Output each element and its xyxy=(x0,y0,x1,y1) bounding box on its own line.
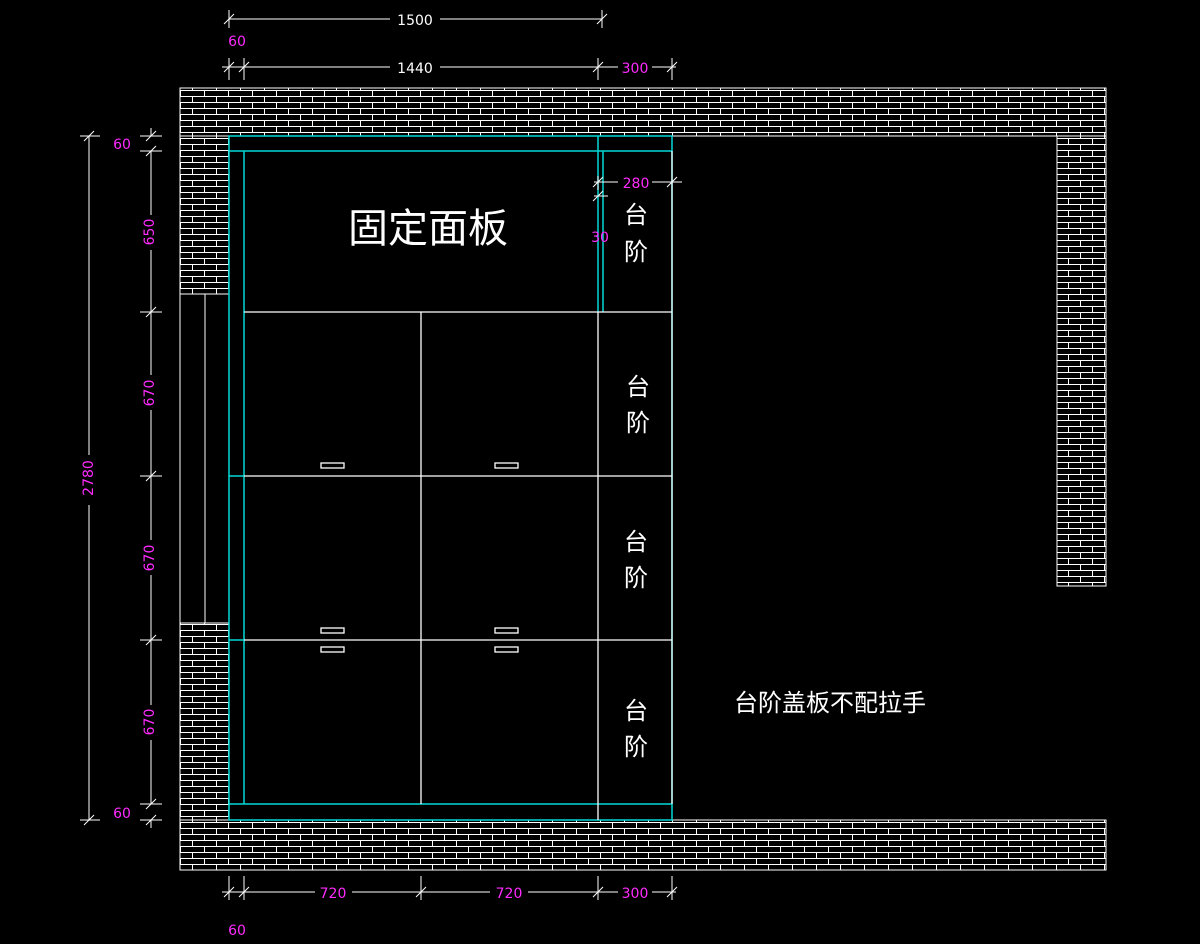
step-char: 台 xyxy=(624,528,648,556)
dim-left-overall: 2780 xyxy=(81,460,97,496)
dim-left-60-top: 60 xyxy=(113,137,131,153)
wall-top xyxy=(179,87,1107,137)
handle xyxy=(320,646,345,653)
handle xyxy=(320,462,345,469)
step-char: 阶 xyxy=(624,238,648,266)
step-char: 阶 xyxy=(624,733,648,761)
step-char: 台 xyxy=(624,201,648,229)
dim-top-1440: 1440 xyxy=(397,61,433,77)
dim-bottom-720-b: 720 xyxy=(496,886,523,902)
dim-30: 30 xyxy=(591,230,609,246)
dim-top-overall: 1500 xyxy=(397,13,433,29)
dim-bottom-60: 60 xyxy=(228,923,246,939)
handle xyxy=(494,646,519,653)
cabinet-doors xyxy=(244,151,673,820)
door-opening xyxy=(179,293,229,624)
handle xyxy=(494,627,519,634)
dim-top-300: 300 xyxy=(622,61,649,77)
wall-left-upper xyxy=(179,135,230,295)
wall-right xyxy=(1056,135,1107,587)
dim-bottom-300: 300 xyxy=(622,886,649,902)
brick-walls xyxy=(179,87,1107,871)
dimension-lines xyxy=(80,10,682,900)
handle xyxy=(320,627,345,634)
dimension-texts: 1500 1440 xyxy=(397,13,433,77)
dim-top-60: 60 xyxy=(228,34,246,50)
handle xyxy=(494,462,519,469)
door-handles xyxy=(320,462,519,653)
dimension-texts-magenta: 60 300 280 30 60 60 650 670 670 670 2780… xyxy=(81,34,649,939)
step-label-4: 台 阶 xyxy=(624,697,648,761)
step-char: 阶 xyxy=(624,564,648,592)
dim-left-670-c: 670 xyxy=(142,709,158,736)
dim-bottom-720-a: 720 xyxy=(320,886,347,902)
step-char: 台 xyxy=(626,373,650,401)
dim-280: 280 xyxy=(623,176,650,192)
dim-left-670-a: 670 xyxy=(142,380,158,407)
fixed-panel-label: 固定面板 xyxy=(348,206,508,252)
dim-left-60-bottom: 60 xyxy=(113,806,131,822)
wall-bottom xyxy=(179,819,1107,871)
dim-left-670-b: 670 xyxy=(142,545,158,572)
note-label: 台阶盖板不配拉手 xyxy=(734,689,926,717)
wall-left-lower xyxy=(179,622,230,821)
step-char: 台 xyxy=(624,697,648,725)
step-char: 阶 xyxy=(626,409,650,437)
step-label-3: 台 阶 xyxy=(624,528,648,592)
dim-left-650: 650 xyxy=(142,219,158,246)
step-label-2: 台 阶 xyxy=(626,373,650,437)
step-label-1: 台 阶 xyxy=(624,201,648,266)
